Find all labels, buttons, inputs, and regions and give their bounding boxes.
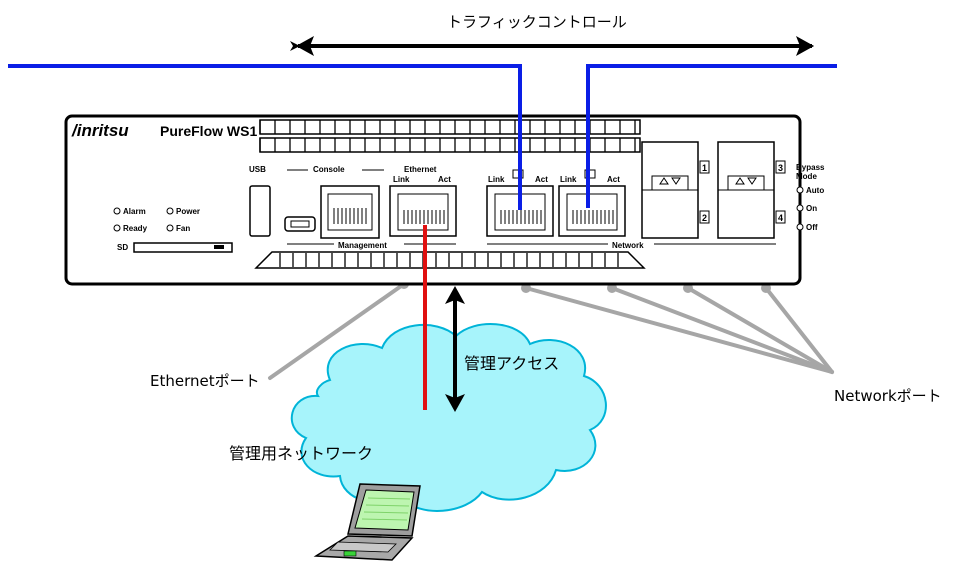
- management-label: Management: [338, 241, 387, 250]
- console-label: Console: [313, 165, 345, 174]
- network-label: Network: [612, 241, 644, 250]
- net1-act-label: Act: [535, 175, 548, 184]
- ethernet-port-label: Ethernetポート: [150, 372, 260, 390]
- bypass-auto-label: Auto: [806, 186, 824, 195]
- network-port-pointers: [521, 283, 834, 374]
- traffic-line-right: [586, 64, 837, 208]
- ethernet-act-label: Act: [438, 175, 451, 184]
- led-ready-label: Ready: [123, 224, 148, 233]
- sfp-port-number-1: 1: [702, 163, 707, 173]
- mini-usb-console-port[interactable]: [284, 216, 316, 232]
- bypass-title-line2: Mode: [796, 172, 817, 181]
- net2-act-label: Act: [607, 175, 620, 184]
- status-leds: Alarm Power Ready Fan: [113, 207, 200, 233]
- bypass-title-line1: Bypass: [796, 163, 825, 172]
- device-model: PureFlow WS1: [160, 123, 257, 139]
- sd-card-slot[interactable]: [133, 242, 233, 253]
- usb-port[interactable]: [249, 185, 271, 237]
- net2-link-label: Link: [560, 175, 577, 184]
- network-port-2[interactable]: [558, 185, 626, 237]
- net1-link-label: Link: [488, 175, 505, 184]
- sfp-port-number-4: 4: [778, 213, 783, 223]
- network-port-label: Networkポート: [834, 387, 942, 405]
- led-fan-label: Fan: [176, 224, 190, 233]
- management-network-label: 管理用ネットワーク: [229, 444, 374, 463]
- traffic-line-left: [8, 64, 522, 210]
- led-alarm-label: Alarm: [123, 207, 146, 216]
- sd-label: SD: [117, 243, 128, 252]
- traffic-control-label: トラフィックコントロール: [447, 13, 627, 31]
- ethernet-link-label: Link: [393, 175, 410, 184]
- sfp-cage-3-4[interactable]: [717, 141, 775, 239]
- sfp-cage-1-2[interactable]: [641, 141, 699, 239]
- led-power-label: Power: [176, 207, 200, 216]
- bypass-on-label: On: [806, 204, 817, 213]
- device-brand: /inritsu: [71, 121, 129, 140]
- console-rj45-port[interactable]: [320, 185, 380, 239]
- sfp-port-number-2: 2: [702, 213, 707, 223]
- ethernet-label: Ethernet: [404, 165, 437, 174]
- management-access-label: 管理アクセス: [464, 354, 560, 373]
- usb-label: USB: [249, 165, 266, 174]
- sfp-port-number-3: 3: [778, 163, 783, 173]
- bypass-off-label: Off: [806, 223, 818, 232]
- laptop-icon: [313, 483, 421, 561]
